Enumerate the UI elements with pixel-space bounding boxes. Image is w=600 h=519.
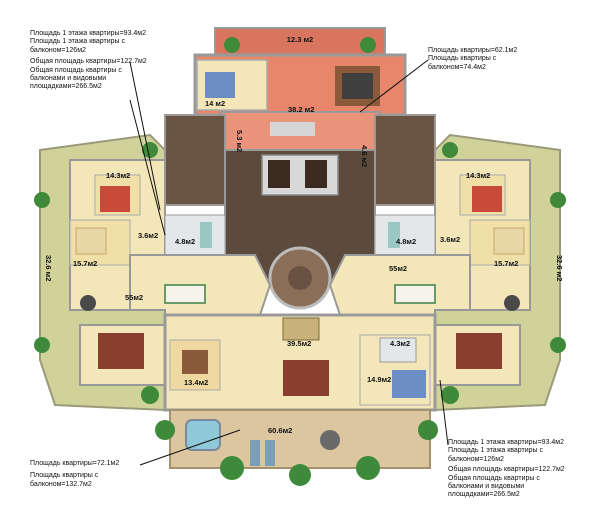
annotation-line: Площадь 1 этажа квартиры с [30,38,126,46]
room-label-bath-right: 3.6м2 [440,235,460,244]
annotation-line: Общая площадь квартиры с [448,474,540,482]
bed-icon [493,227,525,255]
annotation-line: Площадь 1 этажа квартиры с [448,447,544,455]
sunbed-icon [250,440,260,466]
room-label-bedroom-top: 14 м2 [205,99,225,108]
plant-icon [34,337,50,353]
annotation-line: Общая площадь квартиры с [30,66,122,74]
bed-icon [205,72,235,98]
room-label-wc-right: 4.8м2 [396,237,416,246]
annotation-line: Площадь 1 этажа квартиры=93.4м2 [448,439,565,446]
rug-icon [98,333,144,369]
annotation-top-right: Площадь квартиры=62.1м2 Площадь квартиры… [428,47,517,72]
room-label-balcony-top-right: 4.6 м2 [360,145,369,167]
annotation-line: Площадь 1 этажа квартиры=93.4м2 [30,30,147,37]
bed-icon [392,370,426,398]
leader-line [439,379,449,446]
annotation-line: балконами и видовыми [448,483,525,491]
room-label-terrace-bottom: 60.6м2 [268,426,292,435]
bathtub-icon [200,222,212,248]
room-label-bedroom-right-1: 14.3м2 [466,171,490,180]
plant-icon [441,386,459,404]
annotation-line: площадками=266.5м2 [448,491,520,499]
leader-line [359,59,429,113]
table-icon [320,430,340,450]
plant-icon [418,420,438,440]
jacuzzi-icon [185,419,221,451]
plant-icon [141,386,159,404]
annotation-top-left: Площадь 1 этажа квартиры=93.4м2 Площадь … [30,30,147,92]
terrace-top [214,27,386,59]
elevator-icon [305,160,327,188]
plant-icon [220,456,244,480]
annotation-line: балконом=74.4м2 [428,63,486,71]
table-top-icon [342,73,373,99]
room-label-living-bottom: 39.5м2 [287,339,311,348]
room-label-living-left: 55м2 [125,293,143,302]
room-label-wc-left: 4.8м2 [175,237,195,246]
annotation-line: площадками=266.5м2 [30,83,102,91]
bathroom-left [164,214,226,261]
hall-center-icon [288,266,312,290]
annotation-bottom-left: Площадь квартиры=72.1м2 Площадь квартиры… [30,460,119,489]
room-label-bath-left: 3.6м2 [138,231,158,240]
plant-icon [289,464,311,486]
annotation-bottom-right: Площадь 1 этажа квартиры=93.4м2 Площадь … [448,439,565,500]
room-label-living-right: 55м2 [389,264,407,273]
room-label-bedroom-bottom: 14.9м2 [367,375,391,384]
kitchen-counter-icon [394,284,436,304]
plant-icon [224,37,240,53]
plant-icon [360,37,376,53]
annotation-line: балконом=126м2 [30,46,86,54]
rug-icon [456,333,502,369]
kitchen-counter-icon [164,284,206,304]
leader-line [139,429,241,466]
annotation-line: Площадь квартиры с [30,472,99,480]
annotation-line: Общая площадь квартиры=122.7м2 [448,466,565,474]
room-label-terrace-top: 12.3 м2 [287,35,313,44]
room-label-living-top: 38.2 м2 [288,105,314,114]
sunbed-icon [265,440,275,466]
bathtub-icon [388,222,400,248]
plant-icon [356,456,380,480]
room-label-bath-top: 5.3 м2 [235,130,244,152]
bed-icon [100,186,130,212]
plant-icon [550,337,566,353]
stairwell-left [164,114,226,206]
annotation-line: балконом=126м2 [448,455,504,463]
room-label-balcony-right: 32.6 м2 [555,255,564,281]
room-label-bath-bottom: 4.3м2 [390,339,410,348]
annotation-line: Общая площадь квартиры=122.7м2 [30,58,147,66]
bed-icon [75,227,107,255]
annotation-line: балконом=132.7м2 [30,480,92,488]
annotation-line: балконами и видовыми [30,75,107,83]
leader-line [129,61,161,211]
table-icon [80,295,96,311]
plant-icon [34,192,50,208]
tv-console-icon [282,317,320,341]
room-label-balcony-left: 32.6 м2 [44,255,53,281]
room-label-bedroom-left-2: 15.7м2 [73,259,97,268]
annotation-line: Площадь квартиры с [428,55,497,63]
dining-table-icon [182,350,208,374]
table-icon [504,295,520,311]
bathroom-bottom [379,337,417,363]
annotation-line: Площадь квартиры=62.1м2 [428,47,518,54]
plant-icon [550,192,566,208]
plant-icon [142,142,158,158]
room-label-bedroom-right-2: 15.7м2 [494,259,518,268]
leader-line [129,99,166,236]
elevator-icon [268,160,290,188]
room-label-kitchen-bottom: 13.4м2 [184,378,208,387]
rug-icon [283,360,329,396]
kitchen-counter-icon [270,122,315,136]
room-label-bedroom-left-1: 14.3м2 [106,171,130,180]
plant-icon [442,142,458,158]
bed-icon [472,186,502,212]
annotation-line: Площадь квартиры=72.1м2 [30,460,120,467]
stairwell-right [374,114,436,206]
plant-icon [155,420,175,440]
